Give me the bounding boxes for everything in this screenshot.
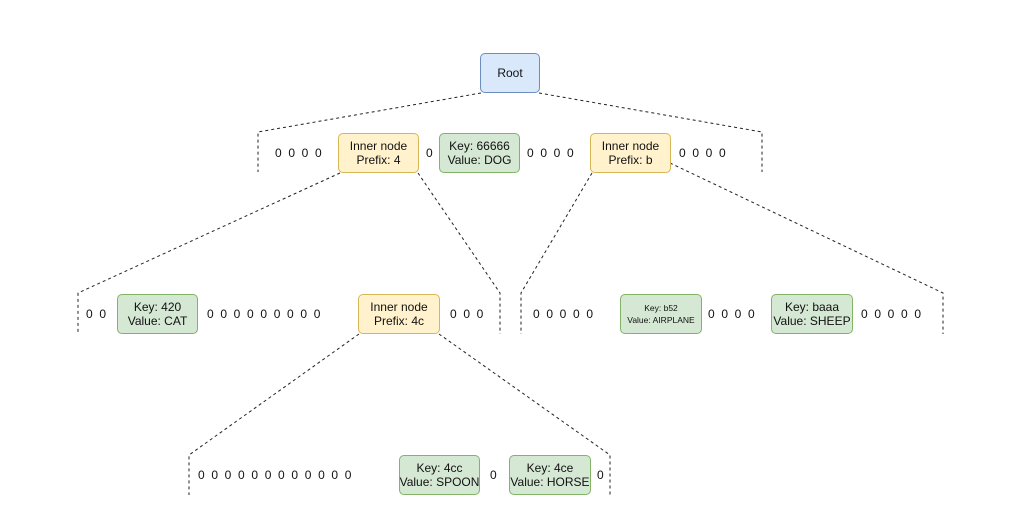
level2-right-zeros-a: 0 0 0 0 0 <box>533 307 594 321</box>
level1-zeros-a: 0 0 0 0 <box>275 146 322 160</box>
level2-left-zeros-a: 0 0 <box>86 307 107 321</box>
level3-zeros-c: 0 <box>597 468 604 482</box>
leaf-node-baaa: Key: baaa Value: SHEEP <box>771 294 853 334</box>
level1-zeros-b: 0 <box>426 146 433 160</box>
level2-right-zeros-b: 0 0 0 0 <box>708 307 755 321</box>
inner-node-title: Inner node <box>370 300 428 314</box>
edge-inner4c-right <box>438 333 611 495</box>
level1-zeros-d: 0 0 0 0 <box>679 146 726 160</box>
inner-node-prefix: Prefix: 4 <box>356 153 401 167</box>
leaf-node-b52: Key: b52 Value: AIRPLANE <box>620 294 702 334</box>
leaf-value: Value: DOG <box>447 153 512 167</box>
level2-right-zeros-c: 0 0 0 0 0 <box>861 307 922 321</box>
leaf-key: Key: 420 <box>133 300 182 314</box>
level2-left-zeros-c: 0 0 0 <box>450 307 484 321</box>
inner-node-title: Inner node <box>601 139 660 153</box>
leaf-node-4ce: Key: 4ce Value: HORSE <box>509 455 591 495</box>
inner-node-prefix-b: Inner node Prefix: b <box>590 133 671 173</box>
edge-inner4-left <box>77 172 341 334</box>
edge-inner4c-left <box>188 333 360 495</box>
leaf-value: Value: HORSE <box>510 475 590 489</box>
inner-node-title: Inner node <box>349 139 408 153</box>
edge-inner4-right <box>417 172 501 334</box>
leaf-key: Key: 66666 <box>449 139 510 153</box>
edge-root-right <box>538 92 763 172</box>
level1-zeros-c: 0 0 0 0 <box>527 146 574 160</box>
leaf-value: Value: SPOON <box>399 475 480 489</box>
edge-innerb-left <box>520 172 593 334</box>
leaf-key: Key: baaa <box>784 300 840 314</box>
inner-node-prefix: Prefix: 4c <box>373 314 424 328</box>
leaf-key: Key: 4ce <box>526 461 574 475</box>
inner-node-prefix-4c: Inner node Prefix: 4c <box>358 294 440 334</box>
leaf-key: Key: 4cc <box>416 461 463 475</box>
leaf-node-420: Key: 420 Value: CAT <box>117 294 198 334</box>
leaf-node-66666: Key: 66666 Value: DOG <box>439 133 520 173</box>
level2-left-zeros-b: 0 0 0 0 0 0 0 0 0 <box>207 307 321 321</box>
leaf-value: Value: SHEEP <box>773 314 851 328</box>
leaf-key: Key: b52 <box>644 303 678 313</box>
inner-node-prefix-4: Inner node Prefix: 4 <box>338 133 419 173</box>
leaf-value: Value: CAT <box>127 314 188 328</box>
level3-zeros-a: 0 0 0 0 0 0 0 0 0 0 0 0 <box>198 468 352 482</box>
inner-node-prefix: Prefix: b <box>608 153 653 167</box>
edge-root-left <box>257 92 482 172</box>
edge-innerb-right <box>669 162 944 334</box>
root-label: Root <box>497 66 523 80</box>
leaf-value: Value: AIRPLANE <box>627 315 695 325</box>
root-node: Root <box>480 53 540 93</box>
leaf-node-4cc: Key: 4cc Value: SPOON <box>399 455 480 495</box>
level3-zeros-b: 0 <box>490 468 497 482</box>
